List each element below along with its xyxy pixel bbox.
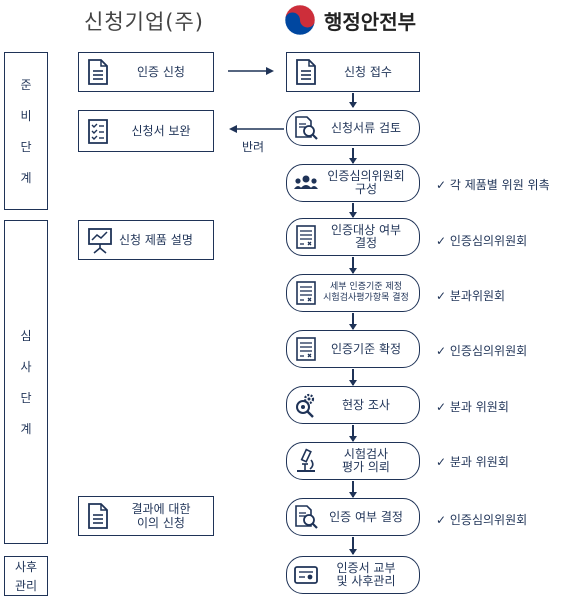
flow-arrow xyxy=(349,93,357,108)
step-label: 현장 조사 xyxy=(342,397,390,412)
form-icon xyxy=(296,225,316,249)
stage-post: 사후 관리 xyxy=(4,556,48,596)
step-label: 인증 여부 결정 xyxy=(329,509,403,524)
document-icon xyxy=(88,59,108,85)
certificate-icon xyxy=(294,566,318,584)
note-cert-decision: ✓ 인증심의위원회 xyxy=(436,513,528,527)
step-label: 시험검사 평가 의뢰 xyxy=(342,447,390,474)
note-criteria-detail: ✓ 분과위원회 xyxy=(436,289,506,303)
microscope-icon xyxy=(297,448,315,472)
note-committee: ✓ 각 제품별 위원 위촉 xyxy=(436,178,550,192)
stage-char: 계 xyxy=(20,171,32,185)
step-criteria-detail[interactable]: 세부 인증기준 제정 시험검사평가항목 결정 xyxy=(286,274,420,312)
flow-arrow xyxy=(349,369,357,386)
document-icon xyxy=(296,59,316,85)
document-search-icon xyxy=(295,505,318,529)
step-explain[interactable]: 신청 제품 설명 xyxy=(78,220,214,260)
presentation-icon xyxy=(88,228,112,254)
step-label: 신청 접수 xyxy=(344,65,392,79)
step-apply[interactable]: 인증 신청 xyxy=(78,52,214,92)
step-label: 인증대상 여부 결정 xyxy=(330,223,402,250)
step-label: 인증심의위원회 구성 xyxy=(327,169,405,196)
checklist-icon xyxy=(88,119,108,144)
stage-char: 단 xyxy=(20,140,32,154)
stage-char: 준 xyxy=(20,78,32,92)
step-label: 신청서 보완 xyxy=(131,124,191,138)
ministry-logo: 행정안전부 xyxy=(284,4,416,36)
step-cert-decision[interactable]: 인증 여부 결정 xyxy=(286,498,420,536)
step-label: 결과에 대한 이의 신청 xyxy=(131,502,191,530)
note-criteria-confirm: ✓ 인증심의위원회 xyxy=(436,344,528,358)
stage-char: 사 xyxy=(20,360,32,374)
note-target-decision: ✓ 인증심의위원회 xyxy=(436,234,528,248)
taegeuk-icon xyxy=(284,4,316,36)
step-supplement[interactable]: 신청서 보완 xyxy=(78,110,214,152)
flow-arrow xyxy=(349,203,357,218)
step-site-survey[interactable]: 현장 조사 xyxy=(286,386,420,424)
step-label: 인증기준 확정 xyxy=(330,341,402,356)
note-site-survey: ✓ 분과 위원회 xyxy=(436,400,509,414)
stage-char: 단 xyxy=(20,391,32,405)
flow-arrow xyxy=(349,481,357,498)
document-search-icon xyxy=(295,116,318,140)
return-arrow xyxy=(229,125,284,133)
document-icon xyxy=(88,503,108,529)
apply-arrow xyxy=(228,67,274,75)
return-label: 반려 xyxy=(242,140,265,154)
step-committee[interactable]: 인증심의위원회 구성 xyxy=(286,164,420,202)
form-icon xyxy=(296,281,316,305)
flow-arrow xyxy=(349,148,357,164)
flow-arrow xyxy=(349,313,357,330)
flow-arrow xyxy=(349,425,357,442)
stage-char: 심 xyxy=(20,329,32,343)
step-test-request[interactable]: 시험검사 평가 의뢰 xyxy=(286,442,420,480)
flow-arrow xyxy=(349,537,357,555)
step-label: 신청서류 검토 xyxy=(330,120,402,135)
stage-review: 심 사 단 계 xyxy=(4,220,48,544)
note-test-request: ✓ 분과 위원회 xyxy=(436,455,509,469)
group-icon xyxy=(294,175,318,189)
step-label: 세부 인증기준 제정 시험검사평가항목 결정 xyxy=(323,282,409,303)
stage-char: 관리 xyxy=(14,579,38,593)
company-header: 신청기업(주) xyxy=(84,10,204,34)
stage-char: 계 xyxy=(20,422,32,436)
flow-arrow xyxy=(349,257,357,274)
step-receive[interactable]: 신청 접수 xyxy=(286,52,420,92)
stage-char: 비 xyxy=(20,109,32,123)
step-label: 인증 신청 xyxy=(137,65,185,79)
step-docs-review[interactable]: 신청서류 검토 xyxy=(286,110,420,146)
step-objection[interactable]: 결과에 대한 이의 신청 xyxy=(78,496,214,536)
gear-search-icon xyxy=(296,393,315,418)
step-target-decision[interactable]: 인증대상 여부 결정 xyxy=(286,218,420,256)
stage-prep: 준 비 단 계 xyxy=(4,52,48,210)
step-criteria-confirm[interactable]: 인증기준 확정 xyxy=(286,330,420,368)
step-label: 인증서 교부 및 사후관리 xyxy=(336,561,396,588)
form-icon xyxy=(296,337,316,361)
step-label: 신청 제품 설명 xyxy=(119,233,193,247)
step-issue[interactable]: 인증서 교부 및 사후관리 xyxy=(286,556,420,594)
ministry-title: 행정안전부 xyxy=(324,9,416,34)
stage-char: 사후 xyxy=(14,560,38,574)
